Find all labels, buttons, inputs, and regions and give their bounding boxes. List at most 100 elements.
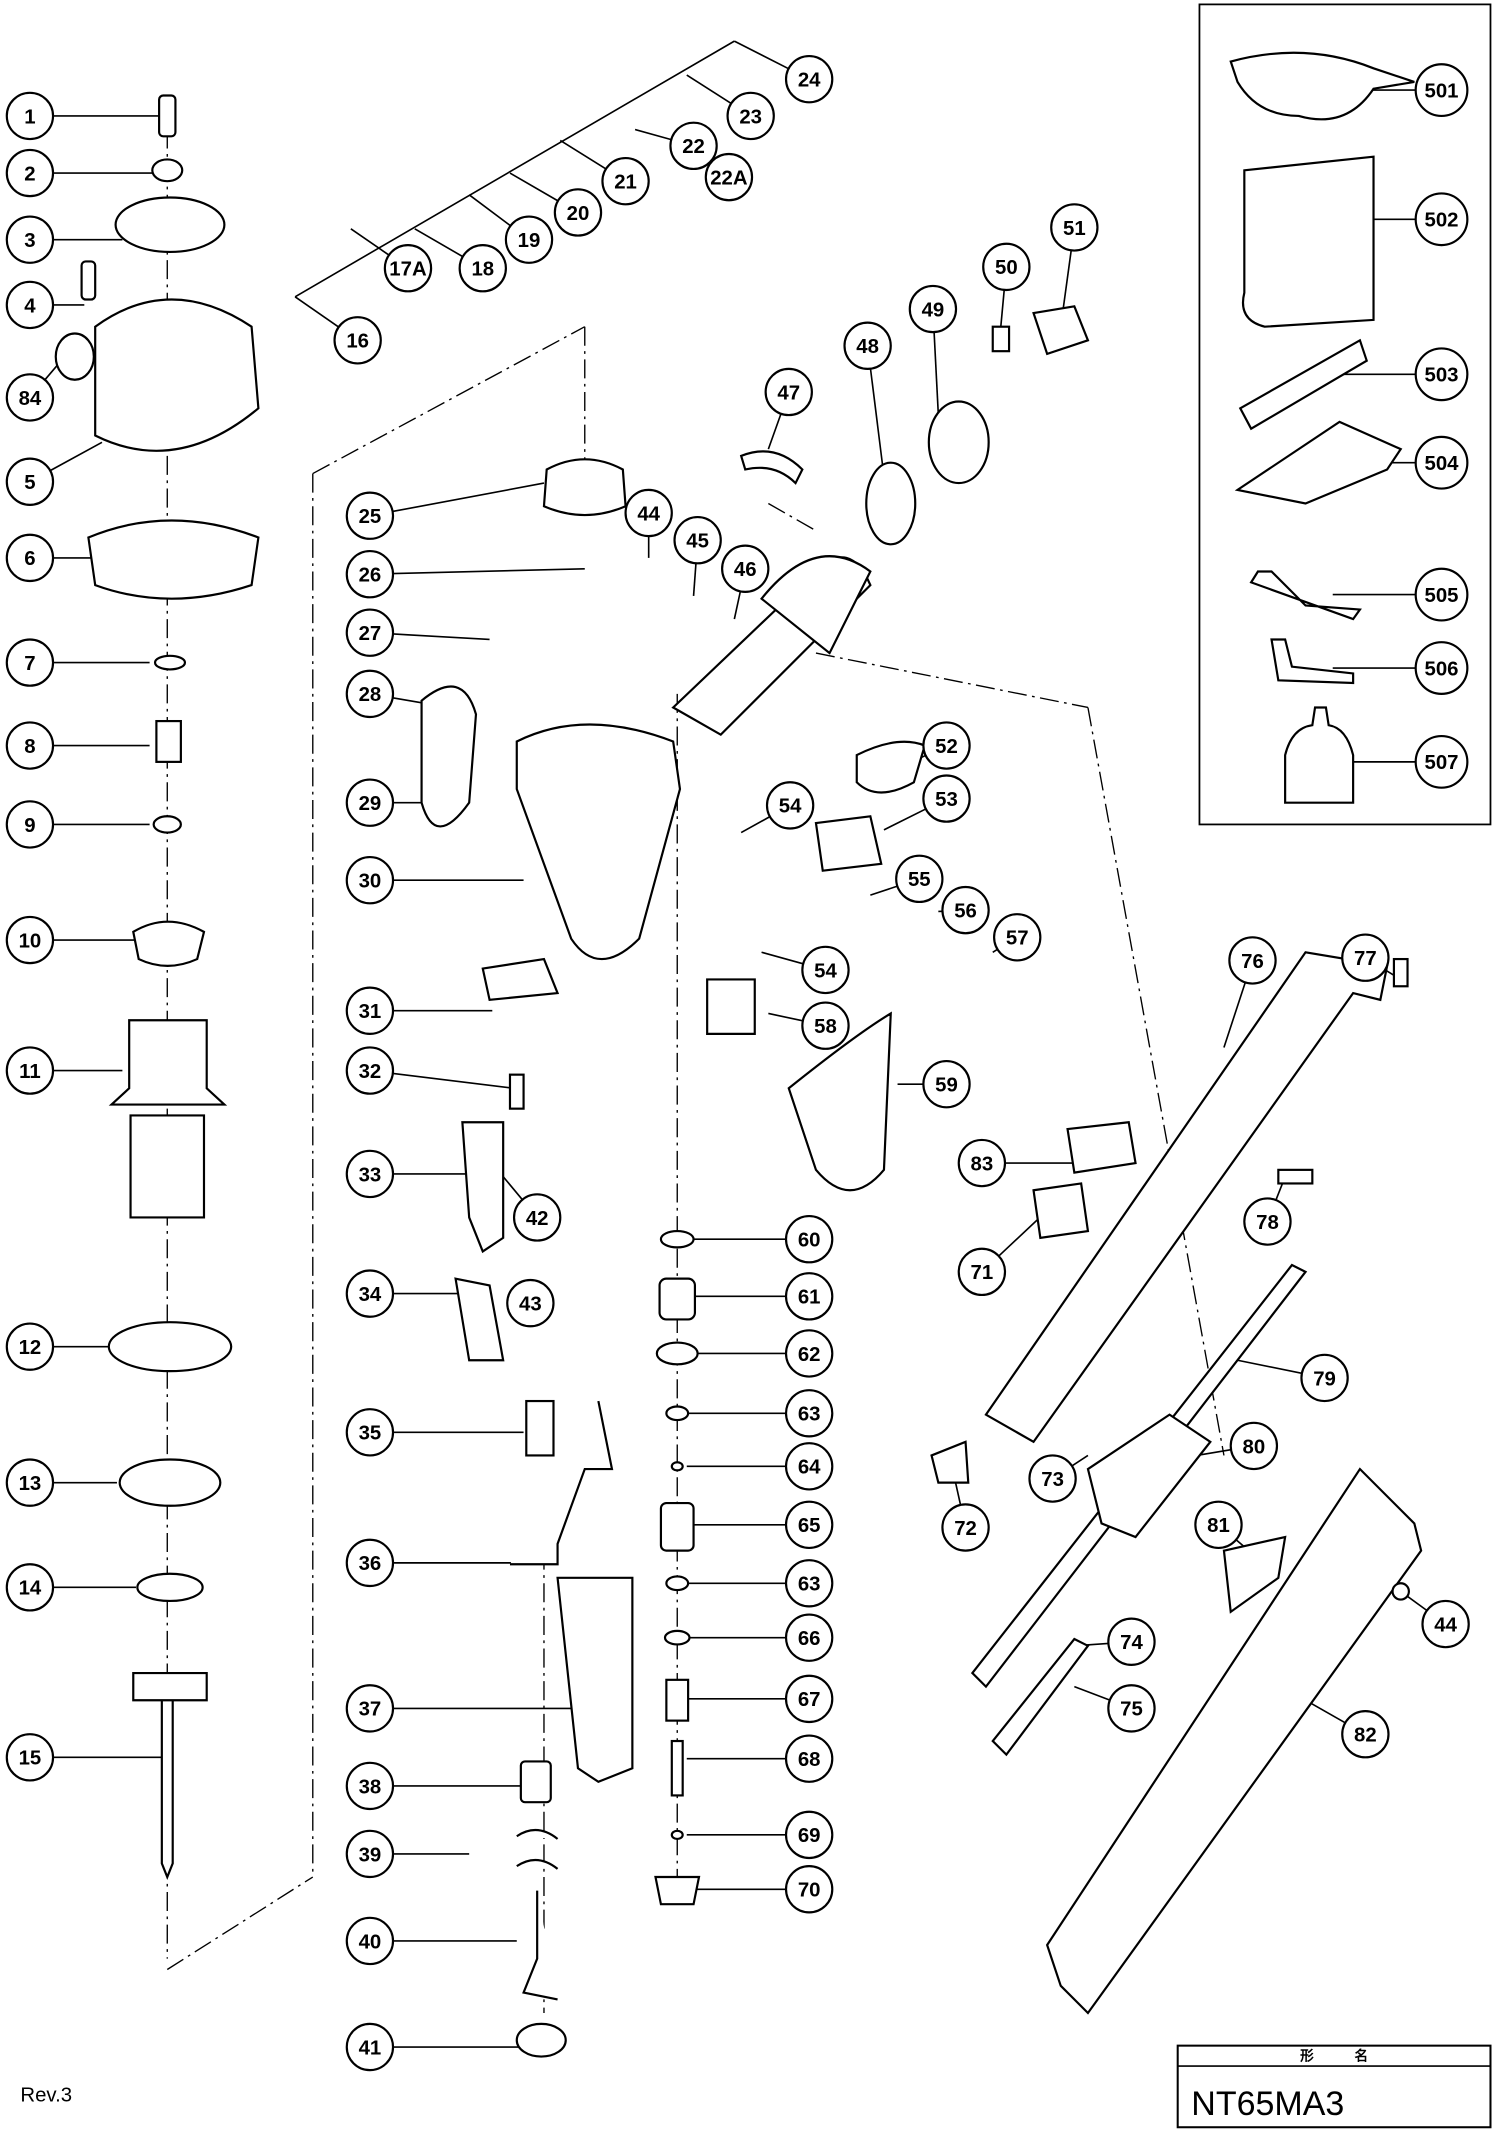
callout-number: 54	[779, 796, 802, 818]
callout-number: 37	[359, 1699, 382, 1721]
callout-number: 505	[1425, 585, 1459, 607]
callout-40: 40	[345, 1916, 395, 1966]
callout-number: 501	[1425, 80, 1459, 102]
callout-57: 57	[993, 913, 1042, 962]
callout-501: 501	[1414, 63, 1469, 117]
callout-54: 54	[801, 945, 850, 995]
callout-number: 44	[637, 503, 660, 525]
callout-number: 14	[19, 1578, 42, 1600]
callout-number: 502	[1425, 210, 1459, 232]
handle-end-part	[760, 555, 872, 655]
callout-26: 26	[345, 549, 395, 599]
callout-number: 61	[798, 1287, 821, 1309]
callout-number: 39	[359, 1844, 382, 1866]
callout-number: 46	[734, 559, 757, 581]
leader-line	[761, 951, 804, 965]
callout-number: 30	[359, 871, 382, 893]
callout-number: 48	[856, 336, 879, 358]
callout-22A: 22A	[704, 152, 754, 202]
washer-part	[151, 158, 184, 183]
callout-49: 49	[908, 284, 958, 334]
leader-line	[1196, 1448, 1232, 1457]
callout-17A: 17A	[383, 244, 433, 293]
callout-32: 32	[345, 1046, 395, 1095]
callout-number: 65	[798, 1515, 821, 1537]
callout-number: 18	[471, 259, 494, 281]
leader-line	[869, 368, 885, 477]
callout-number: 31	[359, 1001, 382, 1023]
o-ring-part	[670, 1829, 684, 1841]
adjuster-part	[519, 1760, 552, 1804]
leader-line	[414, 228, 464, 258]
cylinder-cap-part	[94, 298, 260, 452]
magazine-cover-part	[984, 951, 1389, 1444]
callout-number: 51	[1063, 218, 1086, 240]
callout-67: 67	[784, 1674, 834, 1724]
callout-36: 36	[345, 1538, 395, 1588]
trigger-cover-part	[855, 740, 927, 794]
callout-number: 38	[359, 1776, 382, 1798]
callout-1: 1	[5, 91, 55, 141]
callout-number: 16	[346, 331, 369, 353]
callout-53: 53	[922, 774, 971, 823]
safety-glasses-part	[1229, 51, 1415, 121]
valve-axis-line	[294, 40, 735, 298]
cylinder-ring-part	[107, 1321, 233, 1373]
callout-number: 35	[359, 1423, 382, 1445]
head-valve-part	[132, 920, 206, 967]
pin-part	[516, 1829, 559, 1870]
callout-8: 8	[5, 721, 55, 770]
grip-cover-part	[787, 1011, 892, 1192]
leader-line	[1074, 1685, 1111, 1701]
callout-number: 80	[1243, 1436, 1266, 1458]
trigger-part	[814, 815, 883, 872]
callout-505: 505	[1414, 567, 1469, 622]
callout-number: 50	[995, 257, 1018, 279]
handling-instructions-part	[1234, 420, 1403, 505]
callout-61: 61	[784, 1272, 834, 1321]
callout-number: 84	[19, 388, 42, 410]
piston-bumper-part	[542, 458, 627, 517]
label-71-part	[1032, 1182, 1090, 1240]
exhaust-cover-part	[114, 196, 226, 253]
callout-number: 63	[798, 1404, 821, 1426]
callout-19: 19	[504, 215, 554, 264]
valve-bushing-part	[658, 1277, 697, 1321]
callout-55: 55	[895, 854, 944, 904]
leader-line	[1223, 982, 1247, 1048]
callout-75: 75	[1107, 1684, 1156, 1733]
body-part	[515, 723, 682, 961]
plastic-case-part	[1241, 155, 1375, 328]
callout-number: 32	[359, 1061, 382, 1083]
callout-70: 70	[784, 1865, 834, 1914]
callout-number: 42	[526, 1208, 549, 1230]
o-ring-part	[659, 1229, 695, 1249]
callout-number: 28	[359, 684, 382, 706]
body-cover-part	[420, 685, 478, 828]
callout-21: 21	[601, 156, 650, 206]
o-ring-part	[152, 815, 182, 834]
callout-3: 3	[5, 215, 55, 264]
centerline	[815, 652, 1089, 709]
callout-number: 79	[1313, 1368, 1336, 1390]
screw-part	[508, 1073, 525, 1110]
callout-2: 2	[5, 148, 55, 198]
callout-77: 77	[1341, 933, 1390, 982]
callout-68: 68	[784, 1734, 834, 1783]
spring-part	[155, 719, 182, 763]
leader-line	[933, 332, 940, 416]
callout-12: 12	[5, 1322, 55, 1371]
title-box-header: 形 名	[1300, 2048, 1368, 2065]
callout-48: 48	[843, 321, 892, 370]
leader-line	[509, 172, 559, 202]
callout-number: 71	[971, 1262, 994, 1284]
accessories-box	[1198, 3, 1492, 826]
callout-22: 22	[669, 121, 718, 171]
leader-line	[733, 40, 789, 70]
o-ring-part	[665, 1575, 690, 1592]
adjuster-wire-part	[509, 1400, 614, 1566]
push-lever-guide-part	[706, 978, 756, 1035]
callout-number: 43	[519, 1293, 542, 1315]
callout-number: 4	[24, 295, 36, 317]
